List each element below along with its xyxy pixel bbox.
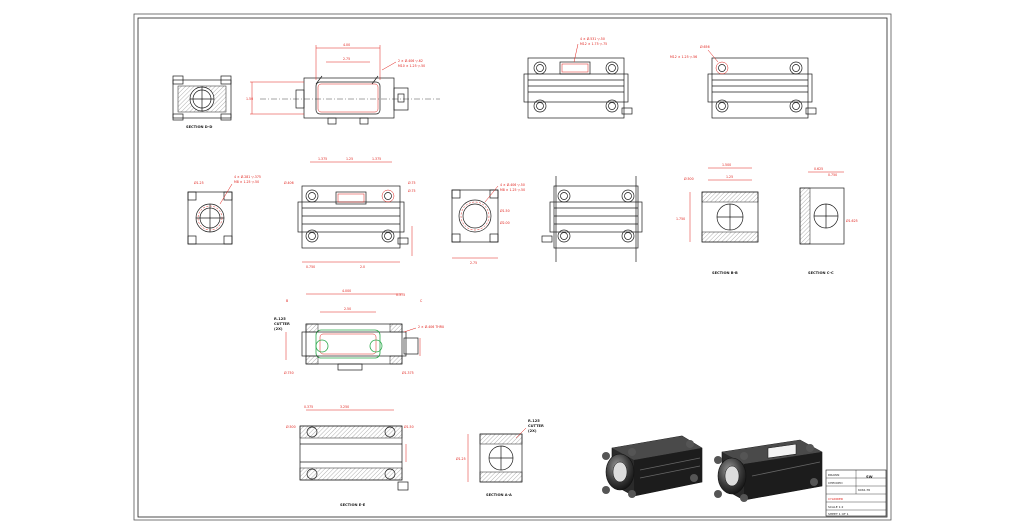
view-section-green: 4.000 2.50 0.375 B C R.125 CUTTER (2X) 2… [274, 289, 445, 375]
dim-ee-end: 0.375 [304, 405, 313, 409]
dim-tr-note-2: M12 × 1.75 ▽.75 [580, 42, 607, 46]
view-section-bb: 1.500 1.25 Ø.500 1.750 SECTION B-B [676, 163, 759, 275]
dim-sec-d2: Ø1.375 [402, 370, 414, 375]
dim-top-note-2: M10 × 1.25 ▽.50 [398, 64, 425, 68]
label-section-bb: SECTION B-B [712, 271, 738, 275]
aa-note-3: (2X) [528, 429, 537, 433]
dim-front-w3: 1.375 [372, 157, 381, 161]
tb-part-name: CYLINDER [828, 497, 843, 501]
callout-c: C [420, 299, 423, 303]
tb-scale: SCALE 1:2 [828, 505, 843, 509]
tb-checked: CHECKED [828, 481, 843, 485]
aa-note-2: CUTTER [528, 424, 544, 428]
cutter-note-3: (2X) [274, 327, 283, 331]
dim-end-note-1: 4 × Ø.406 ▽.50 [500, 182, 525, 187]
dim-fr-note-2: M12 × 1.25 ▽.56 [670, 55, 697, 59]
view-side-left: Ø1.25 4 × Ø.281 ▽.375 M8 × 1.25 ▽.50 [187, 174, 261, 245]
dim-sec-inner: 2.50 [344, 307, 351, 311]
cutter-note-1: R.125 [274, 317, 286, 321]
dim-end-d1: Ø1.50 [500, 208, 510, 213]
aa-note-1: R.125 [528, 419, 540, 423]
tb-logo: SW [866, 475, 873, 479]
dim-top-height: 1.50 [246, 97, 253, 101]
tb-drawn: DRAWN [828, 473, 839, 477]
dim-front-d2: Ø.75 [408, 180, 416, 185]
dim-ee-d2: Ø1.50 [404, 424, 414, 429]
label-section-aa: SECTION A-A [486, 493, 512, 497]
dim-end-d2: Ø2.00 [500, 220, 510, 225]
view-section-ee: 3.250 0.375 Ø.500 Ø1.50 SECTION E-E [286, 405, 414, 507]
view-front: 1.375 1.25 1.375 Ø.406 Ø.75 Ø.75 0.750 2… [284, 157, 416, 269]
view-section-d: SECTION D-D [172, 75, 232, 129]
cutter-note-2: CUTTER [274, 322, 290, 326]
tb-sheet: SHEET 1 OF 1 [828, 512, 849, 516]
view-section-aa: Ø1.25 R.125 CUTTER (2X) SECTION A-A [456, 419, 544, 497]
dim-sec-offset: 0.375 [396, 293, 405, 297]
dim-top-note-1: 2 × Ø.406 ▽.62 [398, 58, 423, 63]
dim-sec-d1: Ø.750 [284, 370, 294, 375]
dim-aa-d: Ø1.25 [456, 456, 466, 461]
dim-front-d3: Ø.75 [408, 188, 416, 193]
view-top: 4.00 2.75 2 × Ø.406 ▽.62 M10 × 1.25 ▽.50… [246, 43, 440, 125]
tb-material: 6061-T6 [858, 488, 870, 492]
dim-cc-d: Ø1.625 [846, 218, 858, 223]
view-section-cc: 0.625 0.750 Ø1.625 SECTION C-C [799, 167, 858, 275]
dim-front-d1: Ø.406 [284, 180, 294, 185]
dim-cc-w: 0.750 [828, 173, 837, 177]
iso-render-left [602, 435, 703, 498]
iso-render-right [714, 439, 823, 502]
sheet-outer-border [133, 13, 892, 521]
dim-ee-overall: 3.250 [340, 405, 349, 409]
dim-sec-note: 2 × Ø.406 THRU [418, 324, 445, 329]
dim-cc-top: 0.625 [814, 167, 823, 171]
label-section-ee: SECTION E-E [340, 503, 366, 507]
dim-top-inner: 2.75 [343, 57, 350, 61]
view-end: 4 × Ø.406 ▽.50 M8 × 1.25 ▽.50 Ø1.50 Ø2.0… [451, 182, 525, 265]
label-section-d: SECTION D-D [186, 125, 212, 129]
dim-top-overall: 4.00 [343, 43, 350, 47]
dim-side-note-1: 4 × Ø.281 ▽.375 [234, 174, 261, 179]
dim-front-w1: 1.375 [318, 157, 327, 161]
view-top-right-a: 4 × Ø.531 ▽.50 M12 × 1.75 ▽.75 [523, 36, 633, 119]
view-far-right-b: Ø.656 M12 × 1.25 ▽.56 [670, 44, 817, 119]
sheet-inner-border [137, 17, 888, 518]
dim-side-dia: Ø1.25 [194, 180, 204, 185]
title-block: DRAWN CHECKED SW 6061-T6 CYLINDER SCALE … [825, 469, 887, 517]
dim-side-note-2: M8 × 1.25 ▽.50 [234, 180, 259, 184]
dim-bb-d: Ø.500 [684, 176, 694, 181]
dim-ee-d1: Ø.500 [286, 424, 296, 429]
dim-end-note-2: M8 × 1.25 ▽.50 [500, 188, 525, 192]
dim-sec-overall: 4.000 [342, 289, 351, 293]
dim-bb-w: 1.25 [726, 175, 733, 179]
dim-bb-top: 1.500 [722, 163, 731, 167]
label-section-cc: SECTION C-C [808, 271, 834, 275]
dim-front-bottom-2: 2.0 [360, 265, 365, 269]
dim-front-w2: 1.25 [346, 157, 353, 161]
dim-front-bottom-1: 0.750 [306, 265, 315, 269]
callout-b: B [286, 299, 288, 303]
view-side-plain [541, 176, 643, 262]
dim-bb-h: 1.750 [676, 217, 685, 221]
dim-fr-note-1: Ø.656 [700, 44, 710, 49]
dim-end-w: 2.75 [470, 261, 477, 265]
dim-tr-note-1: 4 × Ø.531 ▽.50 [580, 36, 605, 41]
